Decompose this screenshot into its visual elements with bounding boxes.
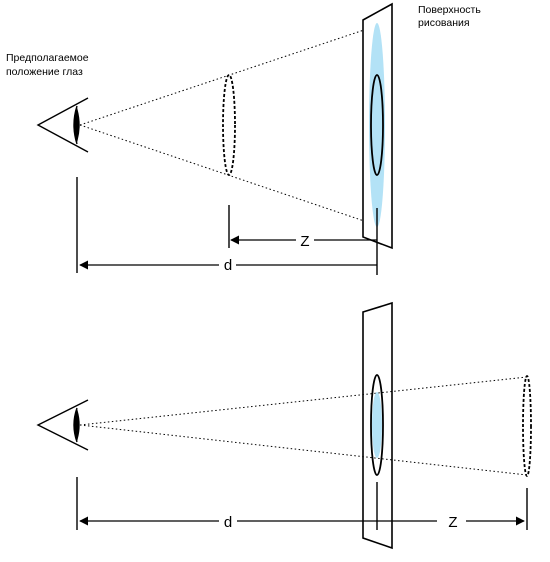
- bottom-diagram: d Z: [36, 301, 532, 550]
- top-extension-lines: [76, 177, 378, 275]
- bottom-sight-lines: [79, 376, 528, 476]
- eye-position-caption-line1: Предполагаемое: [6, 52, 89, 64]
- top-eye-icon: [36, 97, 89, 153]
- bottom-extension-lines: [76, 477, 528, 530]
- top-z-label: Z: [300, 233, 309, 250]
- bottom-object-outline: [370, 374, 384, 476]
- bottom-perceived-object: [522, 375, 532, 477]
- drawing-surface-caption-line1: Поверхность: [418, 4, 481, 16]
- top-perceived-object: [222, 74, 236, 176]
- bottom-eye-icon: [36, 399, 89, 451]
- top-diagram: Z d Предполагаемое положение глаз Поверх…: [6, 2, 481, 275]
- top-object-outline: [370, 74, 384, 176]
- eye-position-caption-line2: положение глаз: [6, 66, 83, 78]
- bottom-z-label: Z: [448, 514, 457, 531]
- top-d-label: d: [224, 257, 232, 274]
- top-sight-lines: [79, 25, 377, 226]
- bottom-d-label: d: [224, 514, 232, 531]
- top-projection-area: [369, 23, 385, 227]
- drawing-surface-caption-line2: рисования: [418, 17, 470, 29]
- bottom-projection-area: [372, 392, 382, 458]
